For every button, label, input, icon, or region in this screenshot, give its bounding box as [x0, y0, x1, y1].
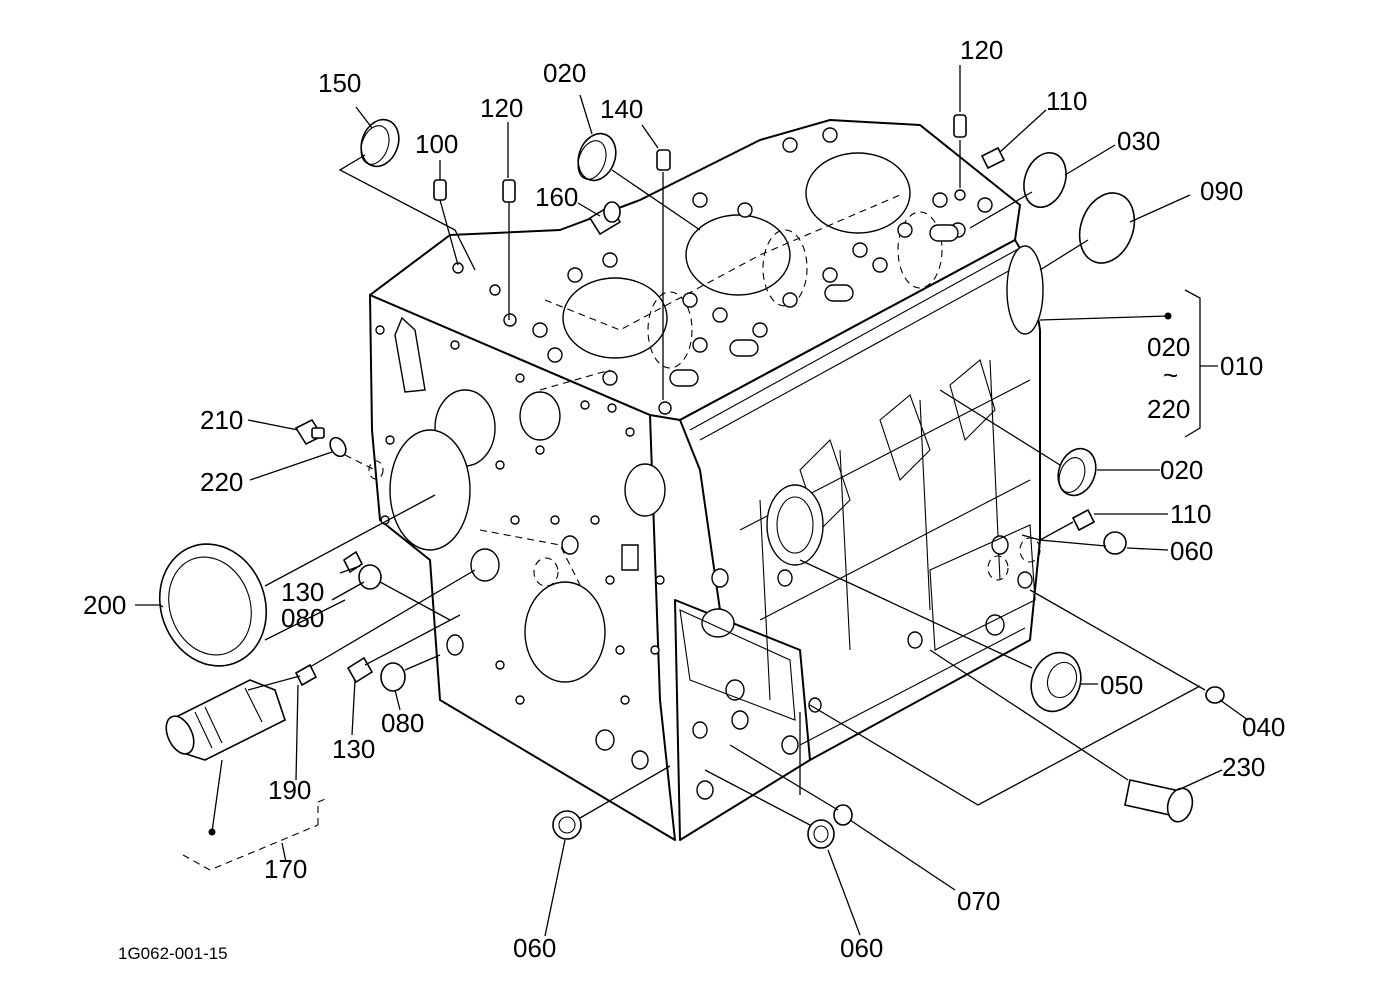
callout-230: 230: [1222, 752, 1265, 782]
callout-050: 050: [1100, 670, 1143, 700]
washer-220: [329, 436, 347, 458]
plug-080-upper: [358, 564, 382, 590]
plug-050: [1030, 651, 1082, 713]
callout-100: 100: [415, 129, 458, 159]
callout-030: 030: [1117, 126, 1160, 156]
seal-020-right: [1057, 447, 1097, 497]
callout-070: 070: [957, 886, 1000, 916]
plug-060-right: [1103, 531, 1127, 555]
callout-150: 150: [318, 68, 361, 98]
dot-marker: [1164, 312, 1172, 320]
callout-110-top: 110: [1046, 86, 1087, 116]
drawing-code: 1G062-001-15: [118, 944, 228, 963]
callout-130-upper: 130: [281, 577, 324, 607]
callout-080-upper: 080: [281, 603, 324, 633]
plug-070: [833, 804, 853, 826]
callout-090: 090: [1200, 176, 1243, 206]
callout-020-range: 020: [1147, 332, 1190, 362]
pin-130-lower: [346, 656, 374, 684]
callout-200: 200: [83, 590, 126, 620]
plug-060-lower-right: [807, 819, 835, 849]
pin-190: [294, 663, 318, 687]
plug-040: [1205, 686, 1225, 704]
plug-030: [1023, 152, 1067, 208]
leader-lines: [135, 65, 1249, 937]
shaft-170: [165, 679, 286, 761]
callout-040: 040: [1242, 712, 1285, 742]
pin-120-right: [953, 114, 967, 138]
pin-110-right: [1071, 508, 1096, 532]
callout-020-top: 020: [543, 58, 586, 88]
plug-060-lower-left: [552, 810, 582, 840]
callout-130-lower: 130: [332, 734, 375, 764]
pin-100: [433, 179, 447, 201]
callout-160: 160: [535, 182, 578, 212]
cap-090: [1078, 192, 1136, 264]
sleeve-200: [158, 543, 268, 667]
callout-060-lower-left: 060: [513, 933, 556, 963]
range-tilde: ~: [1163, 360, 1178, 390]
callout-120-left: 120: [480, 93, 523, 123]
plug-020-top: [577, 132, 617, 182]
callout-060-lower-right: 060: [840, 933, 883, 963]
callout-190: 190: [268, 775, 311, 805]
plug-080-lower: [380, 662, 406, 692]
pin-110-top: [980, 146, 1006, 170]
callout-labels: 150 100 120 020 140 160 120 110 030 090 …: [83, 35, 1285, 963]
callout-110-right: 110: [1170, 499, 1211, 529]
callout-220: 220: [200, 467, 243, 497]
callout-080-lower: 080: [381, 708, 424, 738]
pin-140: [656, 149, 671, 171]
bolt-230: [1124, 779, 1194, 823]
dot-marker: [208, 828, 216, 836]
plug-210: [294, 418, 325, 446]
plug-150: [360, 118, 400, 168]
callout-120-right: 120: [960, 35, 1003, 65]
callout-210: 210: [200, 405, 243, 435]
cylinder-block: [369, 119, 1044, 841]
fitting-160: [588, 201, 622, 236]
callout-170: 170: [264, 854, 307, 884]
callout-140: 140: [600, 94, 643, 124]
callout-020-right: 020: [1160, 455, 1203, 485]
callout-220-range: 220: [1147, 394, 1190, 424]
pin-120-left: [502, 179, 516, 203]
callout-010: 010: [1220, 351, 1263, 381]
callout-060-right: 060: [1170, 536, 1213, 566]
